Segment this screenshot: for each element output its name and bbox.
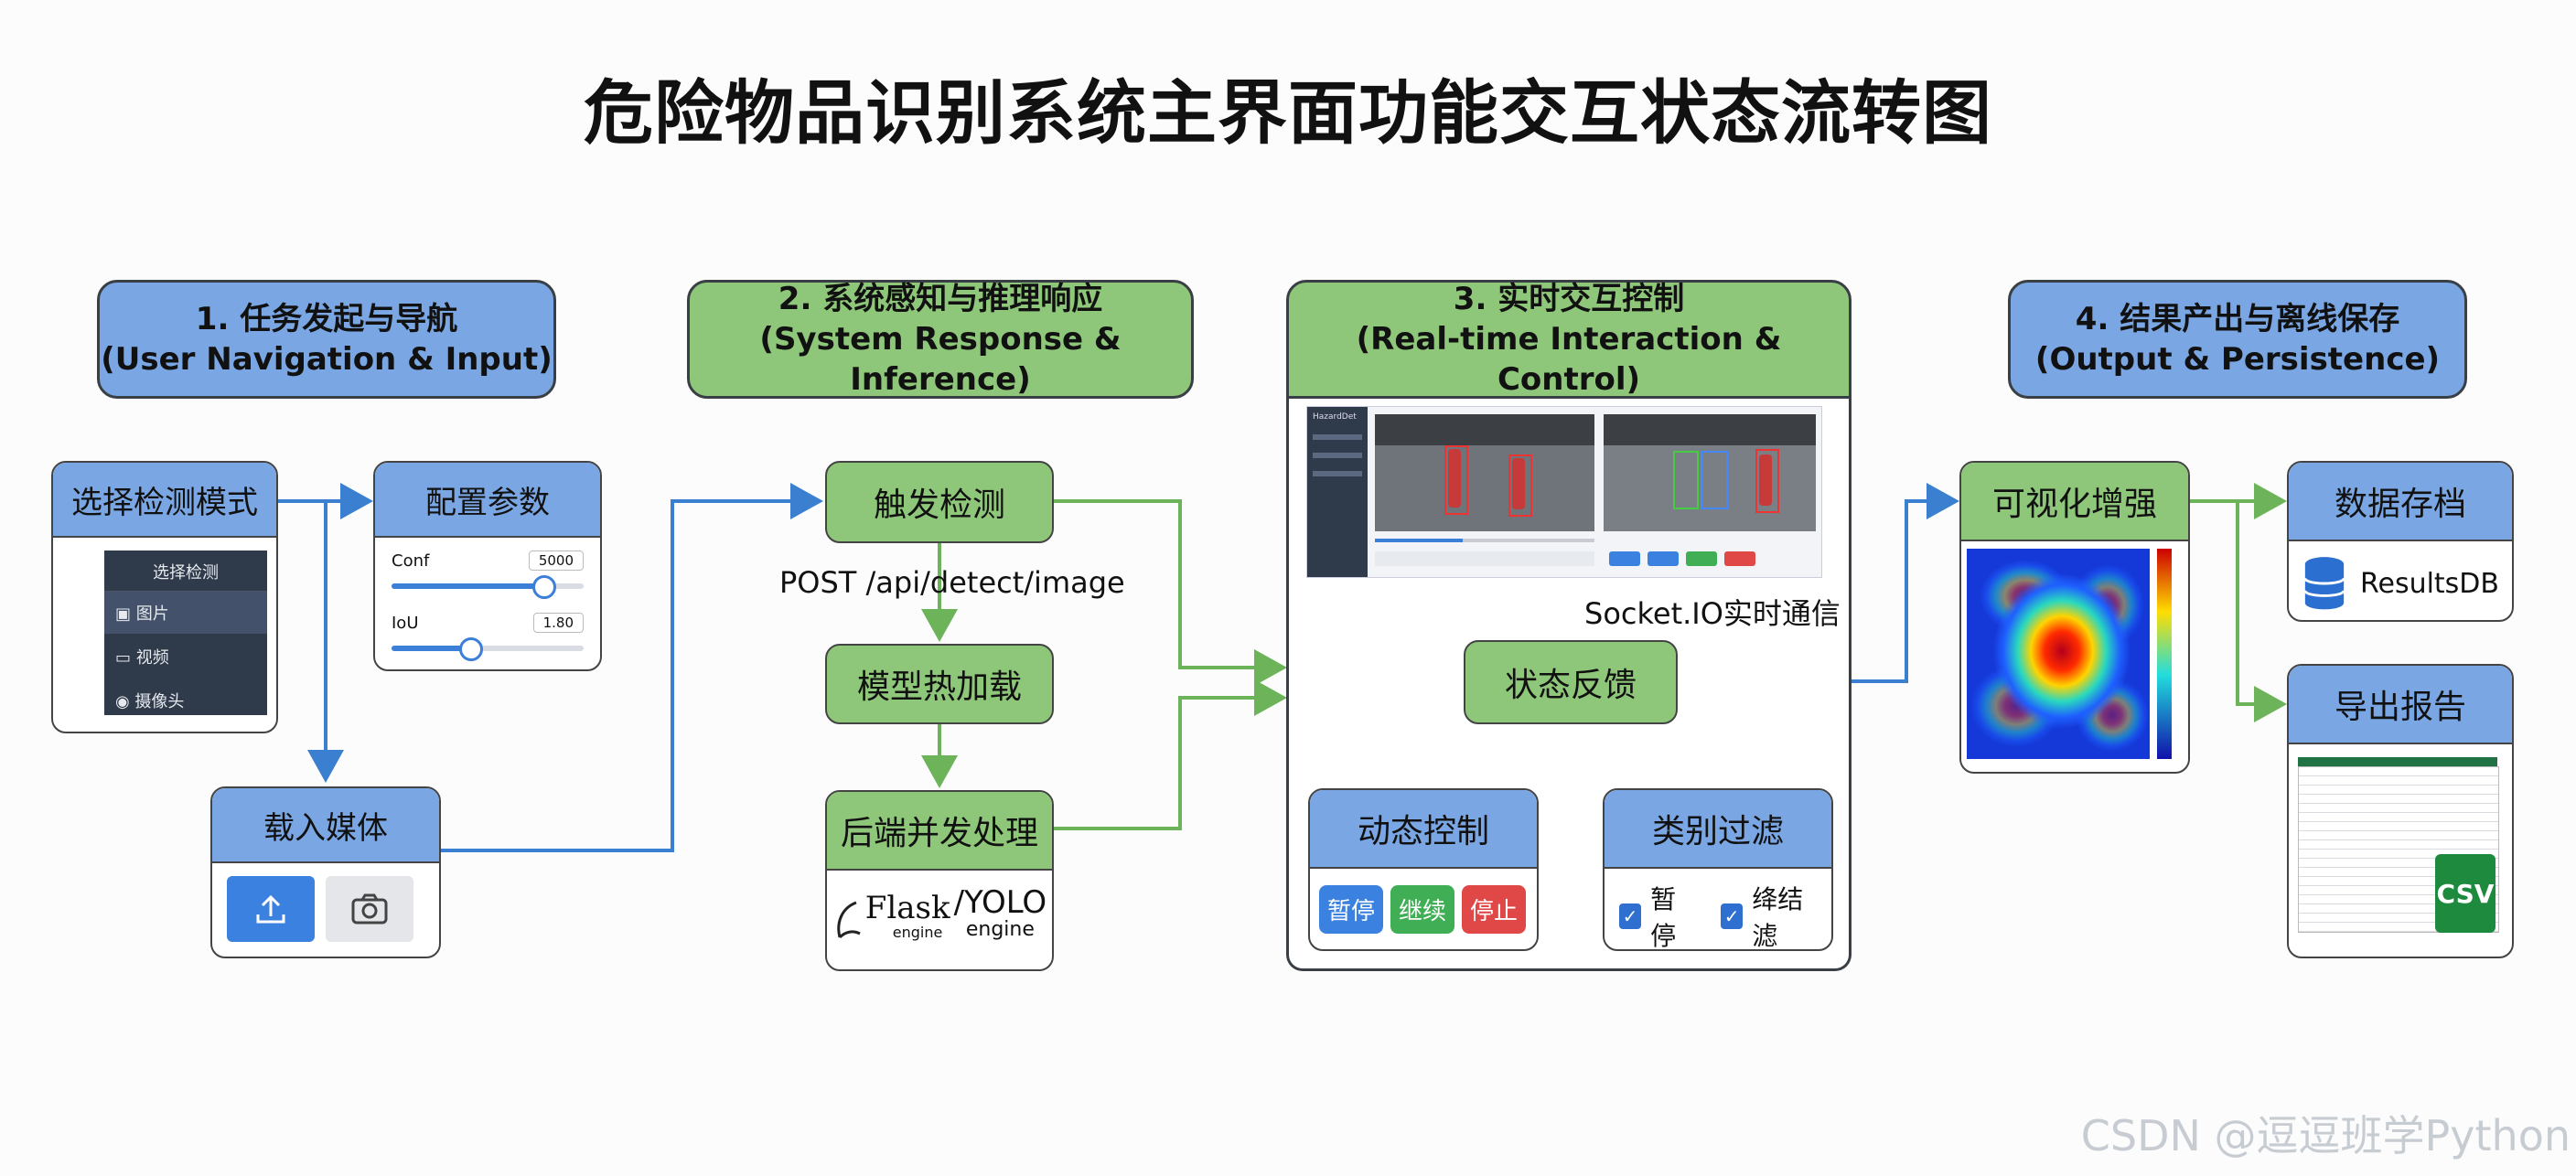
report-label: 导出报告 (2289, 666, 2512, 744)
app-pause-button[interactable] (1609, 551, 1640, 566)
phase-1-title: 1. 任务发起与导航 (195, 301, 458, 337)
iou-slider[interactable] (392, 637, 584, 661)
iou-value-input[interactable]: 1.80 (532, 613, 584, 633)
iou-label: IoU (392, 613, 419, 633)
mode-menu-title: 选择检测 (104, 551, 267, 592)
app-stop-button[interactable] (1724, 551, 1755, 566)
csv-icon: CSV (2435, 854, 2496, 933)
app-preview: HazardDet (1306, 406, 1822, 578)
filter-checkbox-filter[interactable]: ✓ 绛结滤 (1720, 880, 1817, 951)
app-continue-button[interactable] (1686, 551, 1717, 566)
class-filter-card: 类别过滤 ✓暂停 ✓绛结滤 类别 (1603, 788, 1833, 951)
mode-item-label: 图片 (135, 604, 169, 624)
phase-4-subtitle: (Output & Persistence) (2034, 341, 2441, 378)
mode-menu: 选择检测 ▣ 图片 ▭ 视频 ◉ 摄像头 (104, 551, 267, 715)
phase-4-header: 4. 结果产出与离线保存 (Output & Persistence) (2008, 280, 2467, 399)
visualization-label: 可视化增强 (1961, 463, 2188, 541)
trigger-detect-node[interactable]: 触发检测 (825, 461, 1054, 543)
conf-value-input[interactable]: 5000 (528, 551, 584, 571)
phase-2-header: 2. 系统感知与推理响应 (System Response & Inferenc… (687, 280, 1194, 399)
socket-label: Socket.IO实时通信 (1584, 596, 1841, 631)
video-frame-left (1375, 414, 1594, 531)
app-progress[interactable] (1375, 539, 1594, 542)
camera-capture-button[interactable] (326, 876, 413, 942)
video-icon: ▭ (115, 648, 136, 668)
mode-item-label: 摄像头 (134, 692, 185, 711)
class-filter-label: 类别过滤 (1605, 790, 1831, 869)
mode-item-camera[interactable]: ◉ 摄像头 (104, 679, 267, 722)
results-db-label: ResultsDB (2359, 567, 2499, 600)
camera-icon (351, 893, 388, 925)
phase-3-title: 3. 实时交互控制 (1453, 281, 1685, 317)
stop-button[interactable]: 停止 (1462, 885, 1526, 934)
mode-item-video[interactable]: ▭ 视频 (104, 634, 267, 679)
config-label: 配置参数 (375, 463, 600, 538)
upload-icon (256, 894, 285, 924)
image-icon: ▣ (115, 604, 136, 624)
mode-item-image[interactable]: ▣ 图片 (104, 592, 267, 634)
mode-item-label: 视频 (135, 648, 169, 668)
phase-3-subtitle: (Real-time Interaction & Control) (1356, 321, 1782, 398)
iou-slider-knob[interactable] (459, 637, 483, 661)
load-media-label: 载入媒体 (212, 788, 439, 863)
select-mode-label: 选择检测模式 (53, 463, 276, 538)
phase-2-title: 2. 系统感知与推理响应 (778, 281, 1103, 317)
flask-logo-icon (837, 901, 861, 939)
dynamic-control-label: 动态控制 (1310, 790, 1537, 869)
report-card: 导出报告 CSV (2287, 664, 2514, 958)
backend-card: 后端并发处理 Flask engine /YOLO engine (825, 790, 1054, 971)
checkbox-label: 暂停 (1650, 884, 1677, 951)
visualization-card: 可视化增强 (1959, 461, 2190, 774)
database-icon (2303, 557, 2345, 610)
endpoint-label: POST /api/detect/image (779, 565, 1125, 600)
archive-card: 数据存档 ResultsDB (2287, 461, 2514, 622)
watermark: CSDN @逗逗班学Python (2080, 1111, 2571, 1160)
model-warm-node: 模型热加载 (825, 644, 1054, 724)
app-name: HazardDet (1313, 412, 1357, 422)
archive-label: 数据存档 (2289, 463, 2512, 541)
phase-3-header: 3. 实时交互控制 (Real-time Interaction & Contr… (1286, 280, 1852, 399)
phase-2-subtitle: (System Response & Inference) (759, 321, 1122, 398)
select-mode-card[interactable]: 选择检测模式 选择检测 ▣ 图片 ▭ 视频 ◉ 摄像头 (51, 461, 278, 733)
checkbox-label: 绛结滤 (1752, 884, 1804, 951)
config-card: 配置参数 Conf 5000 IoU 1.80 (373, 461, 602, 671)
backend-label: 后端并发处理 (827, 792, 1052, 871)
yolo-text: /YOLO (953, 884, 1047, 921)
checkbox-icon: ✓ (1619, 903, 1642, 929)
conf-slider[interactable] (392, 575, 584, 599)
flask-sub: engine (892, 924, 943, 941)
phase-1-subtitle: (User Navigation & Input) (101, 341, 553, 378)
conf-label: Conf (392, 551, 430, 571)
app-toolbar (1375, 551, 1594, 566)
phase-1-header: 1. 任务发起与导航 (User Navigation & Input) (97, 280, 556, 399)
app-sidebar: HazardDet (1307, 407, 1368, 577)
video-frame-right (1604, 414, 1816, 531)
pause-button[interactable]: 暂停 (1319, 885, 1383, 934)
camera-icon: ◉ (115, 692, 135, 711)
checkbox-icon: ✓ (1720, 903, 1744, 929)
filter-checkbox-pause[interactable]: ✓ 暂停 (1619, 880, 1693, 951)
phase-4-title: 4. 结果产出与离线保存 (2075, 301, 2400, 337)
app-nav-item[interactable] (1313, 434, 1362, 440)
spreadsheet-preview: CSV (2298, 757, 2503, 933)
yolo-sub: engine (965, 918, 1035, 941)
load-media-card: 载入媒体 (210, 786, 441, 958)
flask-logo-text: Flask (864, 890, 950, 926)
page-title: 危险物品识别系统主界面功能交互状态流转图 (584, 72, 1992, 154)
continue-button[interactable]: 继续 (1390, 885, 1454, 934)
conf-slider-knob[interactable] (531, 575, 556, 599)
state-feedback-node: 状态反馈 (1464, 640, 1678, 724)
app-resume-button[interactable] (1648, 551, 1679, 566)
heatmap-image (1967, 549, 2172, 759)
dynamic-control-card: 动态控制 暂停 继续 停止 (1308, 788, 1539, 951)
upload-button[interactable] (227, 876, 315, 942)
app-nav-item[interactable] (1313, 453, 1362, 458)
app-nav-item[interactable] (1313, 471, 1362, 476)
